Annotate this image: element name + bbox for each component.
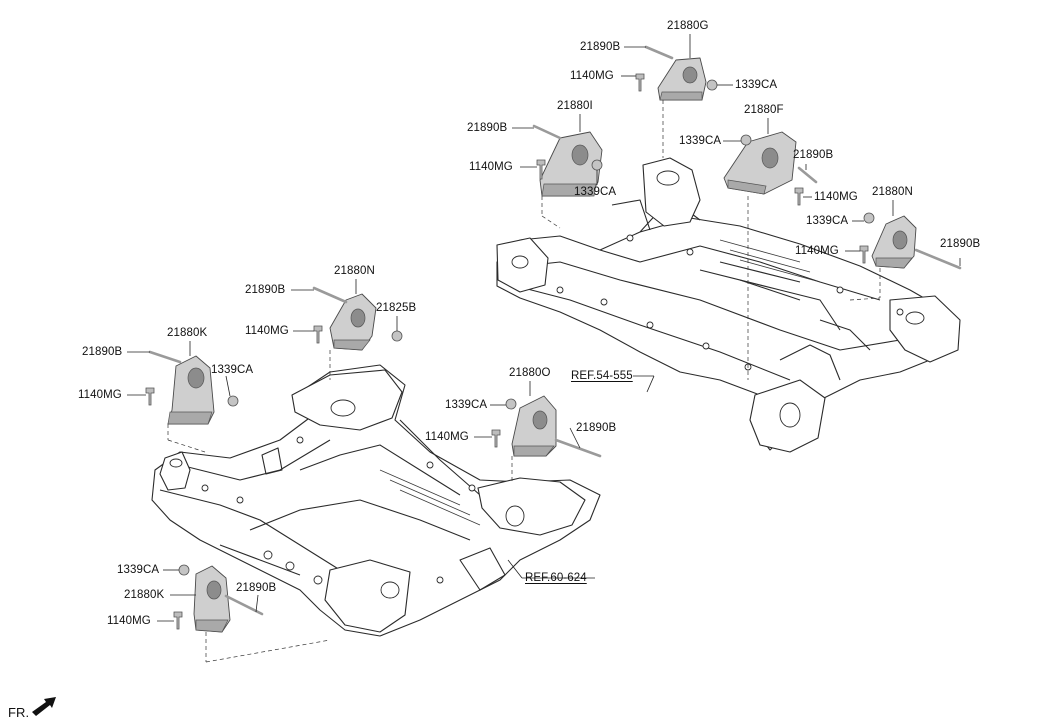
fr-arrow-icon bbox=[32, 697, 56, 716]
callout-21890B: 21890B bbox=[236, 582, 277, 594]
leader-lines bbox=[127, 34, 961, 622]
callout-21825B: 21825B bbox=[376, 302, 417, 314]
callout-21890B: 21890B bbox=[82, 346, 123, 358]
callout-1339CA: 1339CA bbox=[117, 564, 160, 576]
callout-21880K: 21880K bbox=[124, 589, 165, 601]
callout-21880N: 21880N bbox=[872, 186, 913, 198]
callout-1339CA: 1339CA bbox=[574, 186, 617, 198]
callout-1140MG: 1140MG bbox=[78, 389, 122, 401]
front-direction-label: FR. bbox=[8, 705, 30, 720]
callout-1339CA: 1339CA bbox=[806, 215, 849, 227]
mount-21880K-lower bbox=[173, 564, 264, 633]
callout-1339CA: 1339CA bbox=[211, 364, 254, 376]
callout-1339CA: 1339CA bbox=[679, 135, 722, 147]
callout-21880N: 21880N bbox=[334, 265, 375, 277]
front-subframe bbox=[151, 364, 601, 637]
callout-21890B: 21890B bbox=[467, 122, 508, 134]
mount-21880G bbox=[635, 45, 718, 101]
mount-21880K-upper bbox=[145, 350, 239, 425]
callout-21890B: 21890B bbox=[580, 41, 621, 53]
callout-21880I: 21880I bbox=[557, 100, 593, 112]
callout-21890B: 21890B bbox=[576, 422, 617, 434]
alignment-lines bbox=[167, 100, 881, 663]
callout-1140MG: 1140MG bbox=[795, 245, 839, 257]
callout-1140MG: 1140MG bbox=[469, 161, 513, 173]
callout-21890B: 21890B bbox=[940, 238, 981, 250]
callout-1140MG: 1140MG bbox=[107, 615, 151, 627]
mount-21880I bbox=[532, 124, 603, 197]
callout-21890B: 21890B bbox=[245, 284, 286, 296]
mount-21880F bbox=[723, 131, 818, 206]
callout-1339CA: 1339CA bbox=[735, 79, 778, 91]
mount-21880O bbox=[491, 395, 602, 458]
mount-21880N-right bbox=[859, 212, 962, 270]
callout-21880K: 21880K bbox=[167, 327, 208, 339]
callout-21890B: 21890B bbox=[793, 149, 834, 161]
reference-54-555[interactable]: REF.54-555 bbox=[571, 370, 633, 382]
callout-1339CA: 1339CA bbox=[445, 399, 488, 411]
callout-1140MG: 1140MG bbox=[245, 325, 289, 337]
callout-1140MG: 1140MG bbox=[425, 431, 469, 443]
mount-21880N-left bbox=[312, 286, 403, 351]
callout-1140MG: 1140MG bbox=[570, 70, 614, 82]
callout-1140MG: 1140MG bbox=[814, 191, 858, 203]
rear-subframe bbox=[496, 157, 961, 453]
callout-21880F: 21880F bbox=[744, 104, 784, 116]
reference-60-624[interactable]: REF.60-624 bbox=[525, 572, 587, 584]
callout-21880O: 21880O bbox=[509, 367, 551, 379]
callout-21880G: 21880G bbox=[667, 20, 709, 32]
